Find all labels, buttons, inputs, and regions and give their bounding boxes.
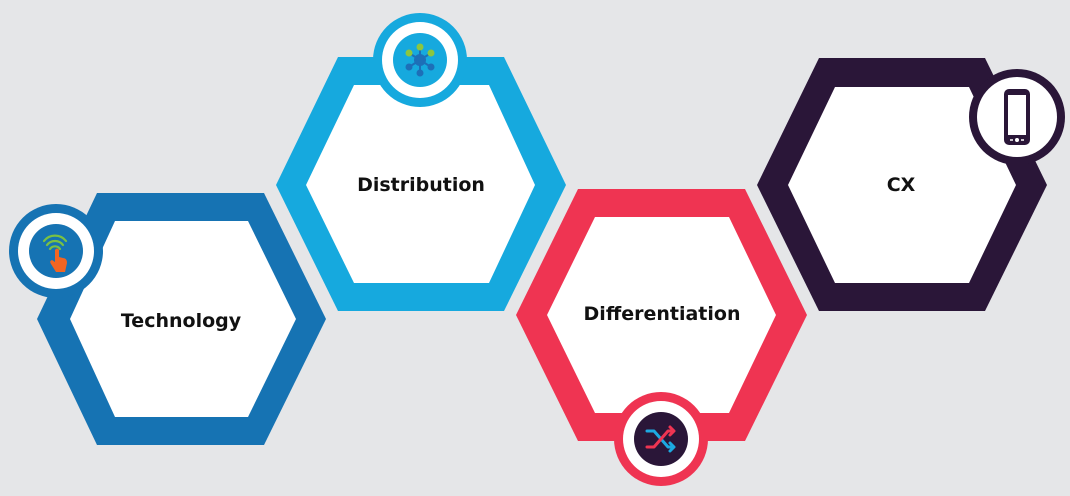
touch-signal-icon <box>42 234 68 272</box>
network-hub-icon <box>405 43 435 77</box>
technology-hexagon <box>37 193 326 445</box>
differentiation-icon-badge <box>614 392 708 486</box>
differentiation-hexagon-inner <box>547 217 776 413</box>
differentiation-label: Differentiation <box>583 303 741 325</box>
shuffle-arrows-icon <box>645 425 676 453</box>
cx-icon-badge <box>969 69 1065 165</box>
technology-hexagon-inner <box>70 221 296 417</box>
cx-label: CX <box>886 174 916 196</box>
technology-icon-badge <box>9 204 103 298</box>
distribution-label: Distribution <box>357 174 485 196</box>
differentiation-hexagon <box>516 189 807 441</box>
cx-hexagon-inner <box>788 87 1016 283</box>
distribution-hexagon-inner <box>306 85 535 283</box>
technology-label: Technology <box>120 310 242 332</box>
distribution-icon-badge <box>373 13 467 107</box>
distribution-hexagon <box>276 57 566 311</box>
smartphone-icon <box>1004 89 1030 145</box>
